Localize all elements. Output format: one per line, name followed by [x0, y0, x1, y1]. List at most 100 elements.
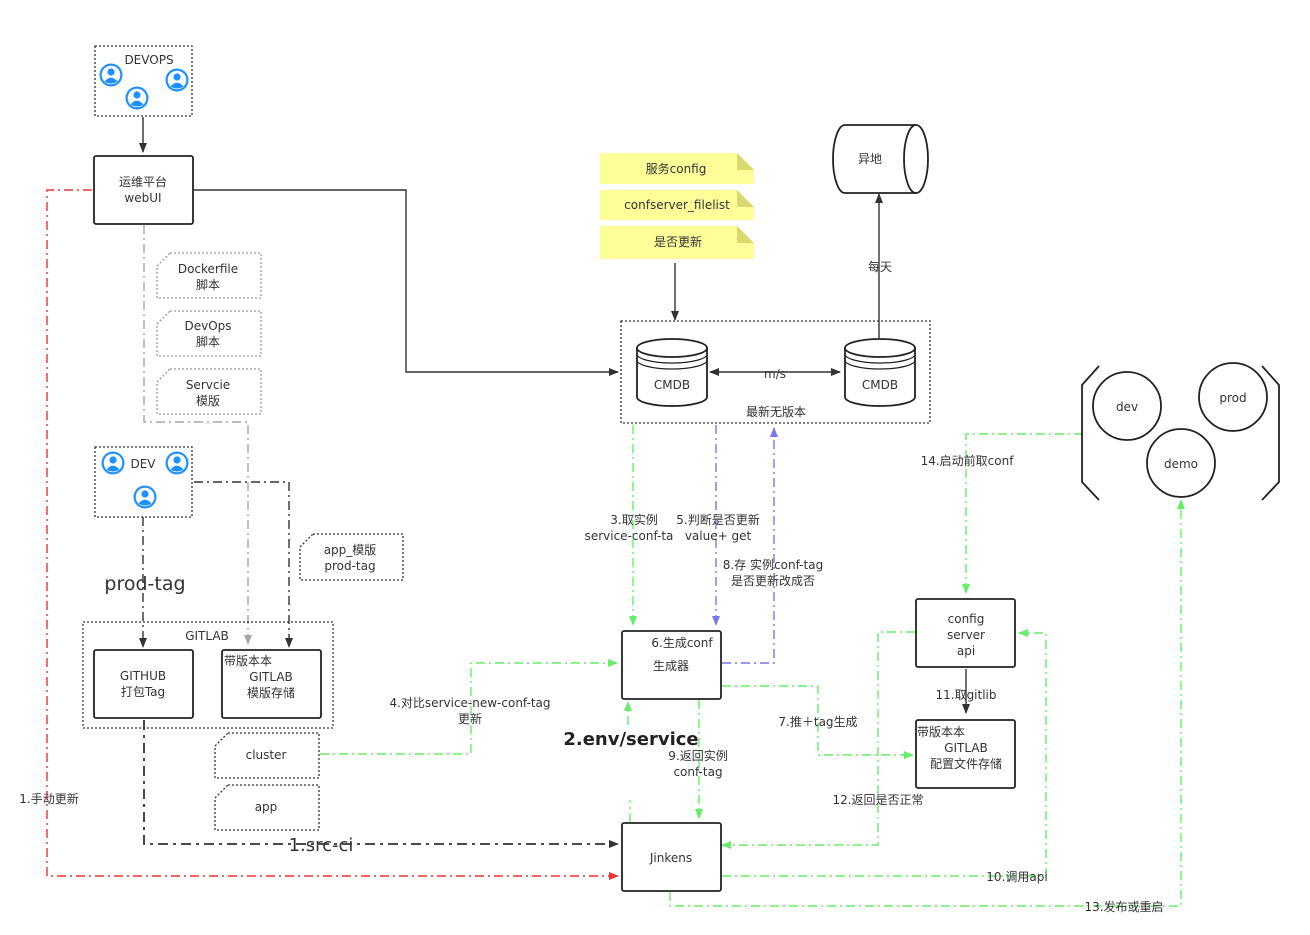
cmdb-right-db: [844, 338, 916, 407]
app-label: app: [255, 800, 278, 814]
gitlab-config-label-1: 带版本本: [917, 725, 965, 739]
gitlab-template-box: [221, 649, 322, 719]
env-demo-label: demo: [1164, 457, 1198, 471]
offsite-storage: [832, 124, 929, 194]
devops-script-label-2: 脚本: [196, 334, 220, 349]
config-server-box: [915, 598, 1016, 668]
daily-label: 每天: [868, 259, 892, 274]
cmdb-left-label: CMDB: [654, 378, 690, 392]
edge-store-tag: [722, 427, 778, 664]
judge-label-1: 5.判断是否更新: [676, 512, 759, 527]
service-template-label-1: Servcie: [186, 378, 230, 392]
ops-platform-label-1: 运维平台: [119, 174, 167, 189]
offsite-label: 异地: [858, 152, 882, 166]
edge-compare: [320, 659, 618, 755]
env-prod-circle: [1198, 362, 1268, 432]
fetch-instance-label-2: service-conf-ta: [585, 529, 674, 543]
user-icon: [101, 451, 125, 475]
gitlab-config-label-3: 配置文件存储: [930, 756, 1002, 771]
edge-fetch-conf: [962, 433, 1083, 594]
dockerfile-label-2: 脚本: [196, 277, 220, 292]
gitlab-template-label-2: GITLAB: [249, 670, 293, 684]
generator-box: [621, 630, 722, 700]
generator-label-2: 生成器: [653, 659, 689, 673]
ops-platform-label-2: webUI: [124, 191, 161, 205]
store-tag-label-2: 是否更新改成否: [731, 573, 815, 588]
env-dev-label: dev: [1116, 400, 1138, 414]
fetch-gitlib-label: 11.取gitlib: [935, 688, 996, 702]
gitlab-config-label-2: GITLAB: [944, 741, 988, 755]
cmdb-left-db: [636, 338, 708, 407]
fetch-conf-label: 14.启动前取conf: [921, 453, 1015, 468]
github-label-1: GITHUB: [120, 669, 166, 683]
env-demo-circle: [1146, 428, 1216, 498]
config-server-label-3: api: [957, 644, 975, 658]
user-icon: [165, 451, 189, 475]
service-template-note: [156, 368, 262, 415]
generator-label-1: 6.生成conf: [651, 636, 713, 650]
push-tag-label: 7.推＋tag生成: [778, 715, 857, 729]
dockerfile-label-1: Dockerfile: [178, 262, 238, 276]
store-tag-label-1: 8.存 实例conf-tag: [723, 557, 823, 572]
return-ok-label: 12.返回是否正常: [832, 793, 923, 807]
cluster-note: [214, 732, 320, 779]
edge-manual-update: [46, 189, 619, 880]
dev-group: [94, 446, 193, 518]
cmdb-right-label: CMDB: [862, 378, 898, 392]
ops-platform-box: [93, 155, 194, 225]
confserver-filelist-label: confserver_filelist: [624, 198, 730, 212]
is-updated-label: 是否更新: [654, 234, 702, 249]
prod-tag-label: prod-tag: [104, 573, 185, 595]
gitlab-title: GITLAB: [185, 629, 229, 643]
return-instance-label-1: 9.返回实例: [668, 748, 727, 763]
cluster-label: cluster: [246, 748, 287, 762]
ms-label: m/s: [764, 367, 786, 381]
src-ci-label: 1.src-ci: [289, 835, 354, 856]
compare-label-1: 4.对比service-new-conf-tag: [389, 696, 550, 710]
dev-title: DEV: [130, 457, 156, 471]
is-updated-note: [600, 226, 754, 259]
edge-src-ci: [143, 720, 619, 848]
gitlab-group: [82, 621, 334, 729]
user-icon: [125, 86, 149, 110]
edge-platform-cmdb: [193, 189, 619, 376]
environment-group: [1081, 362, 1280, 501]
devops-group: [94, 45, 193, 117]
edge-dev-gitlab: [194, 481, 293, 648]
service-template-label-2: 模版: [196, 394, 220, 408]
manual-update-label: 1.手动更新: [19, 791, 78, 806]
app-template-note: [299, 533, 404, 581]
env-service-label: 2.env/service: [563, 729, 698, 750]
edge-push-tag: [722, 685, 914, 759]
jenkins-label: Jinkens: [649, 851, 692, 865]
deploy-label: 13.发布或重启: [1084, 899, 1163, 914]
jenkins-box: [621, 822, 722, 892]
service-config-note: [600, 153, 754, 184]
gitlab-template-label-3: 模版存储: [247, 685, 295, 700]
service-config-label: 服务config: [646, 161, 707, 176]
config-server-label-2: server: [947, 628, 985, 642]
edge-call-api: [722, 629, 1047, 877]
edge-templates: [143, 225, 252, 645]
github-label-2: 打包Tag: [121, 685, 165, 699]
latest-unversioned-label: 最新无版本: [746, 404, 806, 419]
return-instance-label-2: conf-tag: [673, 765, 722, 779]
edge-jenkins-generator: [628, 702, 630, 822]
fetch-instance-label-1: 3.取实例: [610, 512, 657, 527]
config-server-label-1: config: [948, 612, 985, 626]
call-api-label: 10.调用api: [986, 870, 1047, 884]
gitlab-template-label-1: 带版本本: [224, 654, 272, 668]
cmdb-group: [620, 320, 931, 424]
app-template-label-1: app_模版: [324, 543, 377, 557]
github-box: [93, 649, 194, 719]
app-note: [214, 784, 320, 831]
user-icon: [99, 63, 123, 87]
devops-script-label-1: DevOps: [184, 319, 231, 333]
user-icon: [133, 485, 157, 509]
env-prod-label: prod: [1219, 391, 1246, 405]
env-dev-circle: [1092, 371, 1162, 441]
yellow-notes: [600, 153, 754, 259]
compare-label-2: 更新: [458, 711, 482, 726]
confserver-filelist-note: [600, 190, 754, 220]
